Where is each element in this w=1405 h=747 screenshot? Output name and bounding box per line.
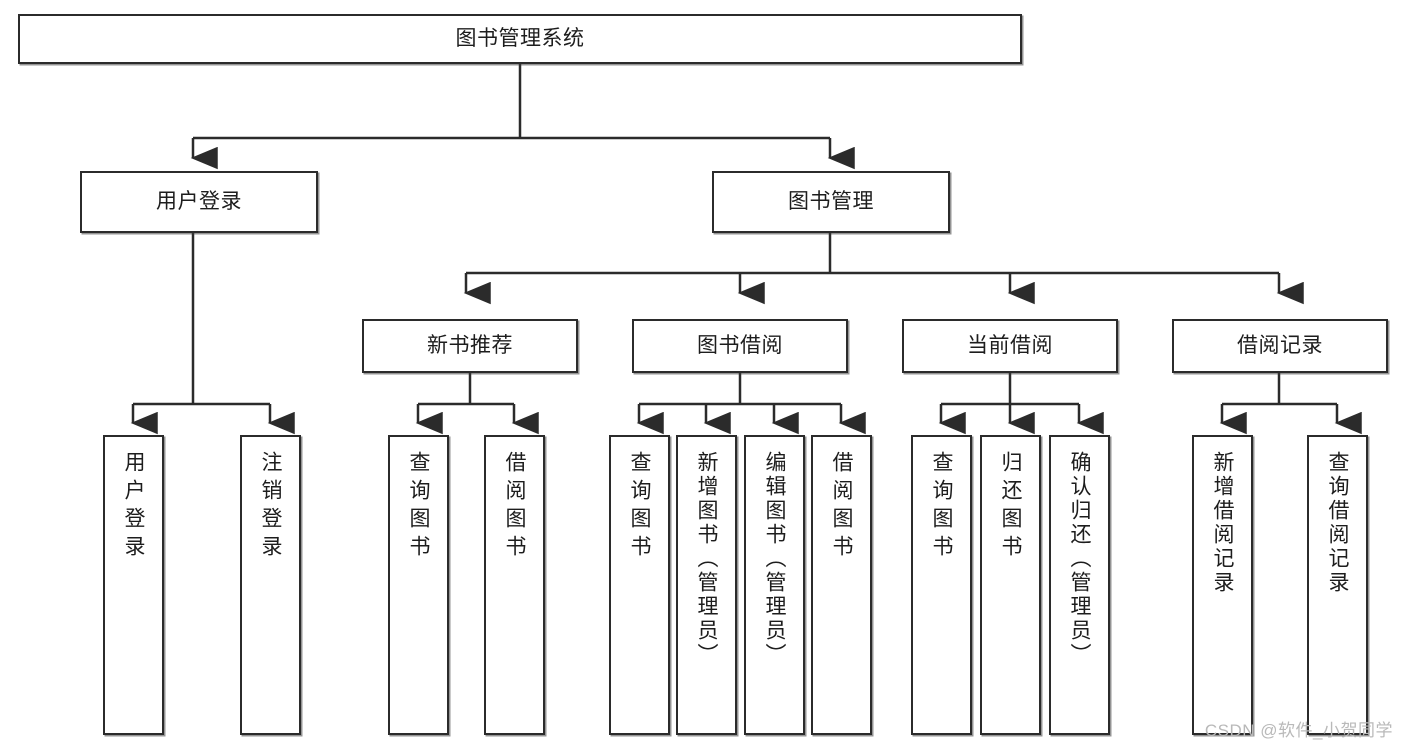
node-root-library-management-system[interactable]: 图书管理系统 xyxy=(18,14,1022,64)
node-leaf-return-books[interactable]: 归还图书 xyxy=(980,435,1041,735)
node-label: 用户登录 xyxy=(156,189,242,213)
node-label: 确认归还（管理员） xyxy=(1068,451,1091,667)
node-leaf-confirm-return-admin[interactable]: 确认归还（管理员） xyxy=(1049,435,1110,735)
node-label: 查询图书 xyxy=(930,451,953,563)
node-leaf-user-login[interactable]: 用户登录 xyxy=(103,435,164,735)
node-label: 借阅记录 xyxy=(1237,333,1323,357)
node-label: 当前借阅 xyxy=(967,333,1053,357)
watermark-text: CSDN @软件_小贺同学 xyxy=(1204,721,1393,740)
node-label: 图书管理系统 xyxy=(455,26,585,50)
node-leaf-query-books-borrow[interactable]: 查询图书 xyxy=(609,435,670,735)
node-leaf-add-borrow-record[interactable]: 新增借阅记录 xyxy=(1192,435,1253,735)
node-leaf-add-book-admin[interactable]: 新增图书（管理员） xyxy=(676,435,737,735)
node-label: 用户登录 xyxy=(122,451,145,563)
node-leaf-query-books-recommend[interactable]: 查询图书 xyxy=(388,435,449,735)
node-user-login[interactable]: 用户登录 xyxy=(80,171,318,233)
node-new-book-recommendation[interactable]: 新书推荐 xyxy=(362,319,578,373)
node-leaf-borrow-books-recommend[interactable]: 借阅图书 xyxy=(484,435,545,735)
node-leaf-query-borrow-record[interactable]: 查询借阅记录 xyxy=(1307,435,1368,735)
node-current-borrow[interactable]: 当前借阅 xyxy=(902,319,1118,373)
node-leaf-logout[interactable]: 注销登录 xyxy=(240,435,301,735)
node-label: 新书推荐 xyxy=(427,333,513,357)
node-leaf-query-books-current[interactable]: 查询图书 xyxy=(911,435,972,735)
node-label: 图书管理 xyxy=(788,189,874,213)
node-book-borrow[interactable]: 图书借阅 xyxy=(632,319,848,373)
node-leaf-edit-book-admin[interactable]: 编辑图书（管理员） xyxy=(744,435,805,735)
node-label: 查询图书 xyxy=(628,451,651,563)
node-label: 借阅图书 xyxy=(830,451,853,563)
node-label: 借阅图书 xyxy=(503,451,526,563)
node-label: 归还图书 xyxy=(999,451,1022,563)
node-label: 注销登录 xyxy=(259,451,282,563)
node-leaf-borrow-books[interactable]: 借阅图书 xyxy=(811,435,872,735)
node-label: 新增图书（管理员） xyxy=(695,451,718,667)
node-label: 图书借阅 xyxy=(697,333,783,357)
node-book-management[interactable]: 图书管理 xyxy=(712,171,950,233)
node-label: 查询借阅记录 xyxy=(1326,451,1349,595)
node-label: 编辑图书（管理员） xyxy=(763,451,786,667)
node-label: 查询图书 xyxy=(407,451,430,563)
node-borrow-record[interactable]: 借阅记录 xyxy=(1172,319,1388,373)
node-label: 新增借阅记录 xyxy=(1211,451,1234,595)
